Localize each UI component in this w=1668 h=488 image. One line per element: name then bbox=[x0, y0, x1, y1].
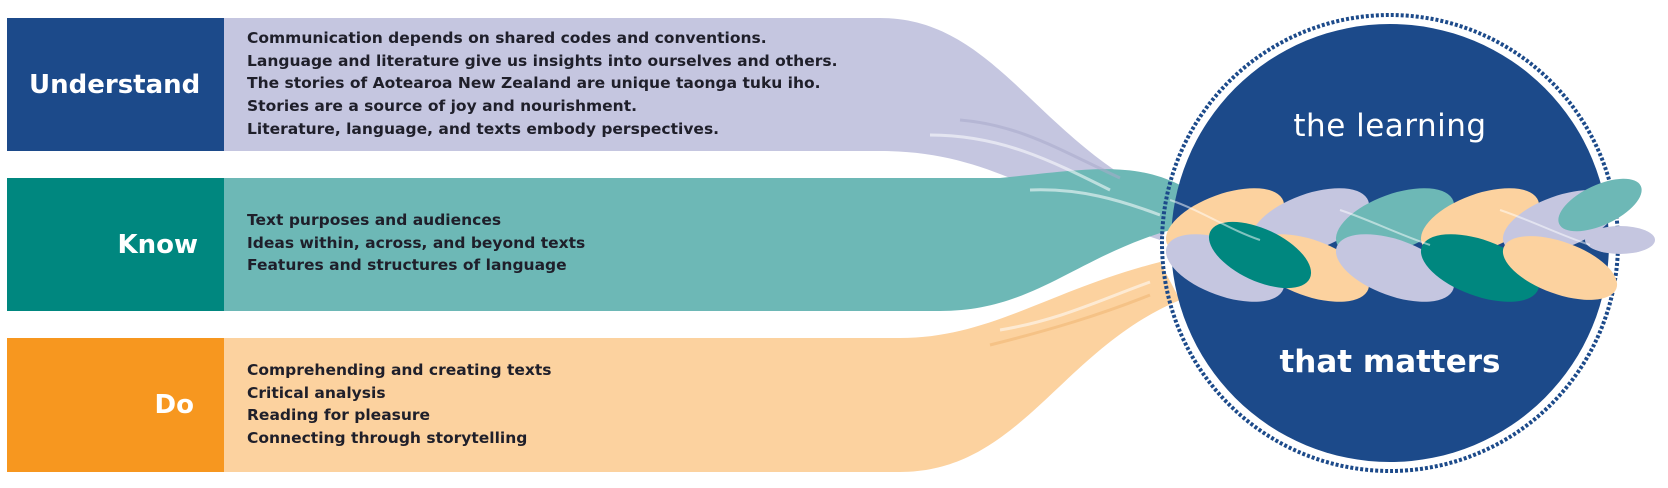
list-item: Comprehending and creating texts bbox=[247, 361, 552, 379]
do-label: Do bbox=[154, 390, 194, 420]
list-item: The stories of Aotearoa New Zealand are … bbox=[247, 74, 821, 93]
do-stream bbox=[224, 262, 1180, 472]
list-item: Features and structures of language bbox=[247, 256, 567, 275]
understand-label: Understand bbox=[29, 69, 201, 100]
list-item: Text purposes and audiences bbox=[247, 211, 502, 229]
list-item: Communication depends on shared codes an… bbox=[247, 29, 767, 47]
circle-bottom-text: that matters bbox=[1279, 344, 1501, 380]
list-item: Critical analysis bbox=[247, 383, 386, 402]
braid bbox=[1165, 178, 1655, 302]
know-label: Know bbox=[117, 229, 198, 260]
list-item: Connecting through storytelling bbox=[247, 429, 528, 448]
list-item: Reading for pleasure bbox=[247, 406, 431, 425]
understand-items: Communication depends on shared codes an… bbox=[247, 27, 838, 141]
know-items: Text purposes and audiences Ideas within… bbox=[247, 209, 585, 277]
know-label-box: Know bbox=[7, 178, 224, 311]
list-item: Literature, language, and texts embody p… bbox=[247, 119, 720, 138]
circle-top-text: the learning bbox=[1293, 108, 1487, 144]
understand-stream bbox=[224, 18, 1180, 240]
know-stream bbox=[224, 169, 1190, 311]
list-item: Stories are a source of joy and nourishm… bbox=[247, 97, 637, 116]
list-item: Language and literature give us insights… bbox=[247, 51, 838, 70]
stream-feathers bbox=[929, 118, 1161, 347]
understand-label-box: Understand bbox=[7, 18, 224, 151]
do-items: Comprehending and creating texts Critica… bbox=[247, 359, 552, 450]
do-label-box: Do bbox=[7, 338, 224, 472]
list-item: Ideas within, across, and beyond texts bbox=[247, 233, 586, 252]
